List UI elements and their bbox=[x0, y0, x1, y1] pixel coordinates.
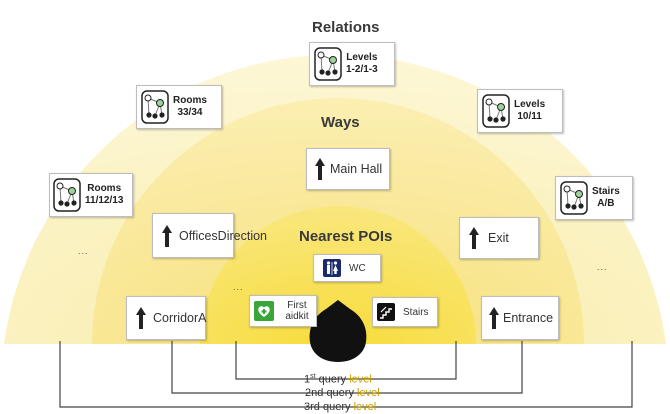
up-arrow-icon bbox=[489, 307, 499, 329]
legend-level: level bbox=[349, 373, 372, 386]
graph-icon bbox=[482, 94, 510, 128]
wc-icon bbox=[323, 259, 341, 277]
legend-suffix: nd bbox=[311, 387, 324, 399]
way-line1: Main Hall bbox=[330, 162, 383, 176]
way-line1: Corridor bbox=[153, 311, 199, 325]
nearest-pois-heading: Nearest POIs bbox=[299, 228, 393, 245]
legend-ordinal: 1 bbox=[304, 373, 311, 386]
legend-ordinal: 3 bbox=[304, 401, 311, 413]
user-location-icon bbox=[309, 300, 367, 362]
up-arrow-icon bbox=[136, 307, 146, 329]
legend-level-1: 1st query level bbox=[304, 373, 372, 386]
poi-card-wc[interactable]: WC bbox=[313, 254, 381, 282]
relation-line2: 11/12/13 bbox=[85, 195, 124, 206]
way-line2: Direction bbox=[217, 228, 267, 243]
relation-line1: Stairs bbox=[592, 186, 620, 197]
ways-heading: Ways bbox=[321, 114, 360, 131]
relation-line1: Rooms bbox=[87, 183, 122, 194]
relation-line2: 10/11 bbox=[517, 111, 542, 122]
poi-card-stairs[interactable]: Stairs bbox=[372, 297, 438, 327]
graph-icon bbox=[314, 47, 342, 81]
relation-line1: Levels bbox=[514, 99, 546, 110]
level-bracket-3 bbox=[59, 341, 633, 408]
ellipsis-right-outer: ... bbox=[597, 262, 608, 272]
poi-line1: WC bbox=[349, 262, 366, 274]
up-arrow-icon bbox=[315, 158, 325, 180]
ellipsis-inner: ... bbox=[233, 282, 244, 292]
way-card-offices[interactable]: OfficesDirection bbox=[152, 213, 267, 258]
stairs-icon bbox=[377, 303, 395, 321]
way-line1: Exit bbox=[488, 231, 509, 245]
legend-suffix: rd bbox=[310, 401, 320, 413]
relation-line1: Levels bbox=[346, 52, 378, 63]
relations-heading: Relations bbox=[312, 19, 380, 36]
legend-level-2: 2nd query level bbox=[305, 387, 380, 399]
graph-icon bbox=[141, 90, 169, 124]
legend-level-3: 3rd query level bbox=[304, 401, 376, 413]
level-bracket-1 bbox=[235, 341, 457, 380]
legend-level: level bbox=[357, 387, 380, 399]
way-line2: A bbox=[198, 311, 207, 325]
ellipsis-left-outer: ... bbox=[78, 246, 89, 256]
graph-icon bbox=[53, 178, 81, 212]
poi-line1: Stairs bbox=[403, 306, 429, 318]
way-card-entrance[interactable]: Entrance bbox=[481, 296, 559, 340]
graph-icon bbox=[560, 181, 588, 215]
legend-query: query bbox=[322, 401, 351, 413]
first-aid-icon bbox=[254, 301, 274, 321]
legend-level: level bbox=[353, 401, 377, 413]
legend-ordinal: 2 bbox=[305, 387, 312, 399]
poi-line2: kit bbox=[298, 311, 309, 322]
legend-query: query bbox=[326, 387, 354, 399]
poi-card-first-aid[interactable]: First aidkit bbox=[249, 295, 317, 327]
legend-suffix: st bbox=[310, 373, 316, 380]
way-card-main-hall[interactable]: Main Hall bbox=[306, 148, 390, 190]
way-card-corridor[interactable]: CorridorA bbox=[126, 296, 207, 340]
relation-line2: A/B bbox=[597, 198, 615, 209]
way-line1: Entrance bbox=[503, 311, 554, 325]
poi-line1: First aid bbox=[285, 300, 307, 322]
level-bracket-2 bbox=[171, 341, 523, 394]
relation-line2: 33/34 bbox=[177, 107, 203, 118]
legend-query: query bbox=[318, 373, 347, 386]
relation-line2: 1-2/1-3 bbox=[346, 64, 378, 75]
way-card-exit[interactable]: Exit bbox=[459, 217, 539, 259]
relation-line1: Rooms bbox=[173, 95, 207, 106]
way-line1: Offices bbox=[179, 228, 218, 243]
up-arrow-icon bbox=[162, 224, 172, 247]
up-arrow-icon bbox=[469, 227, 479, 249]
